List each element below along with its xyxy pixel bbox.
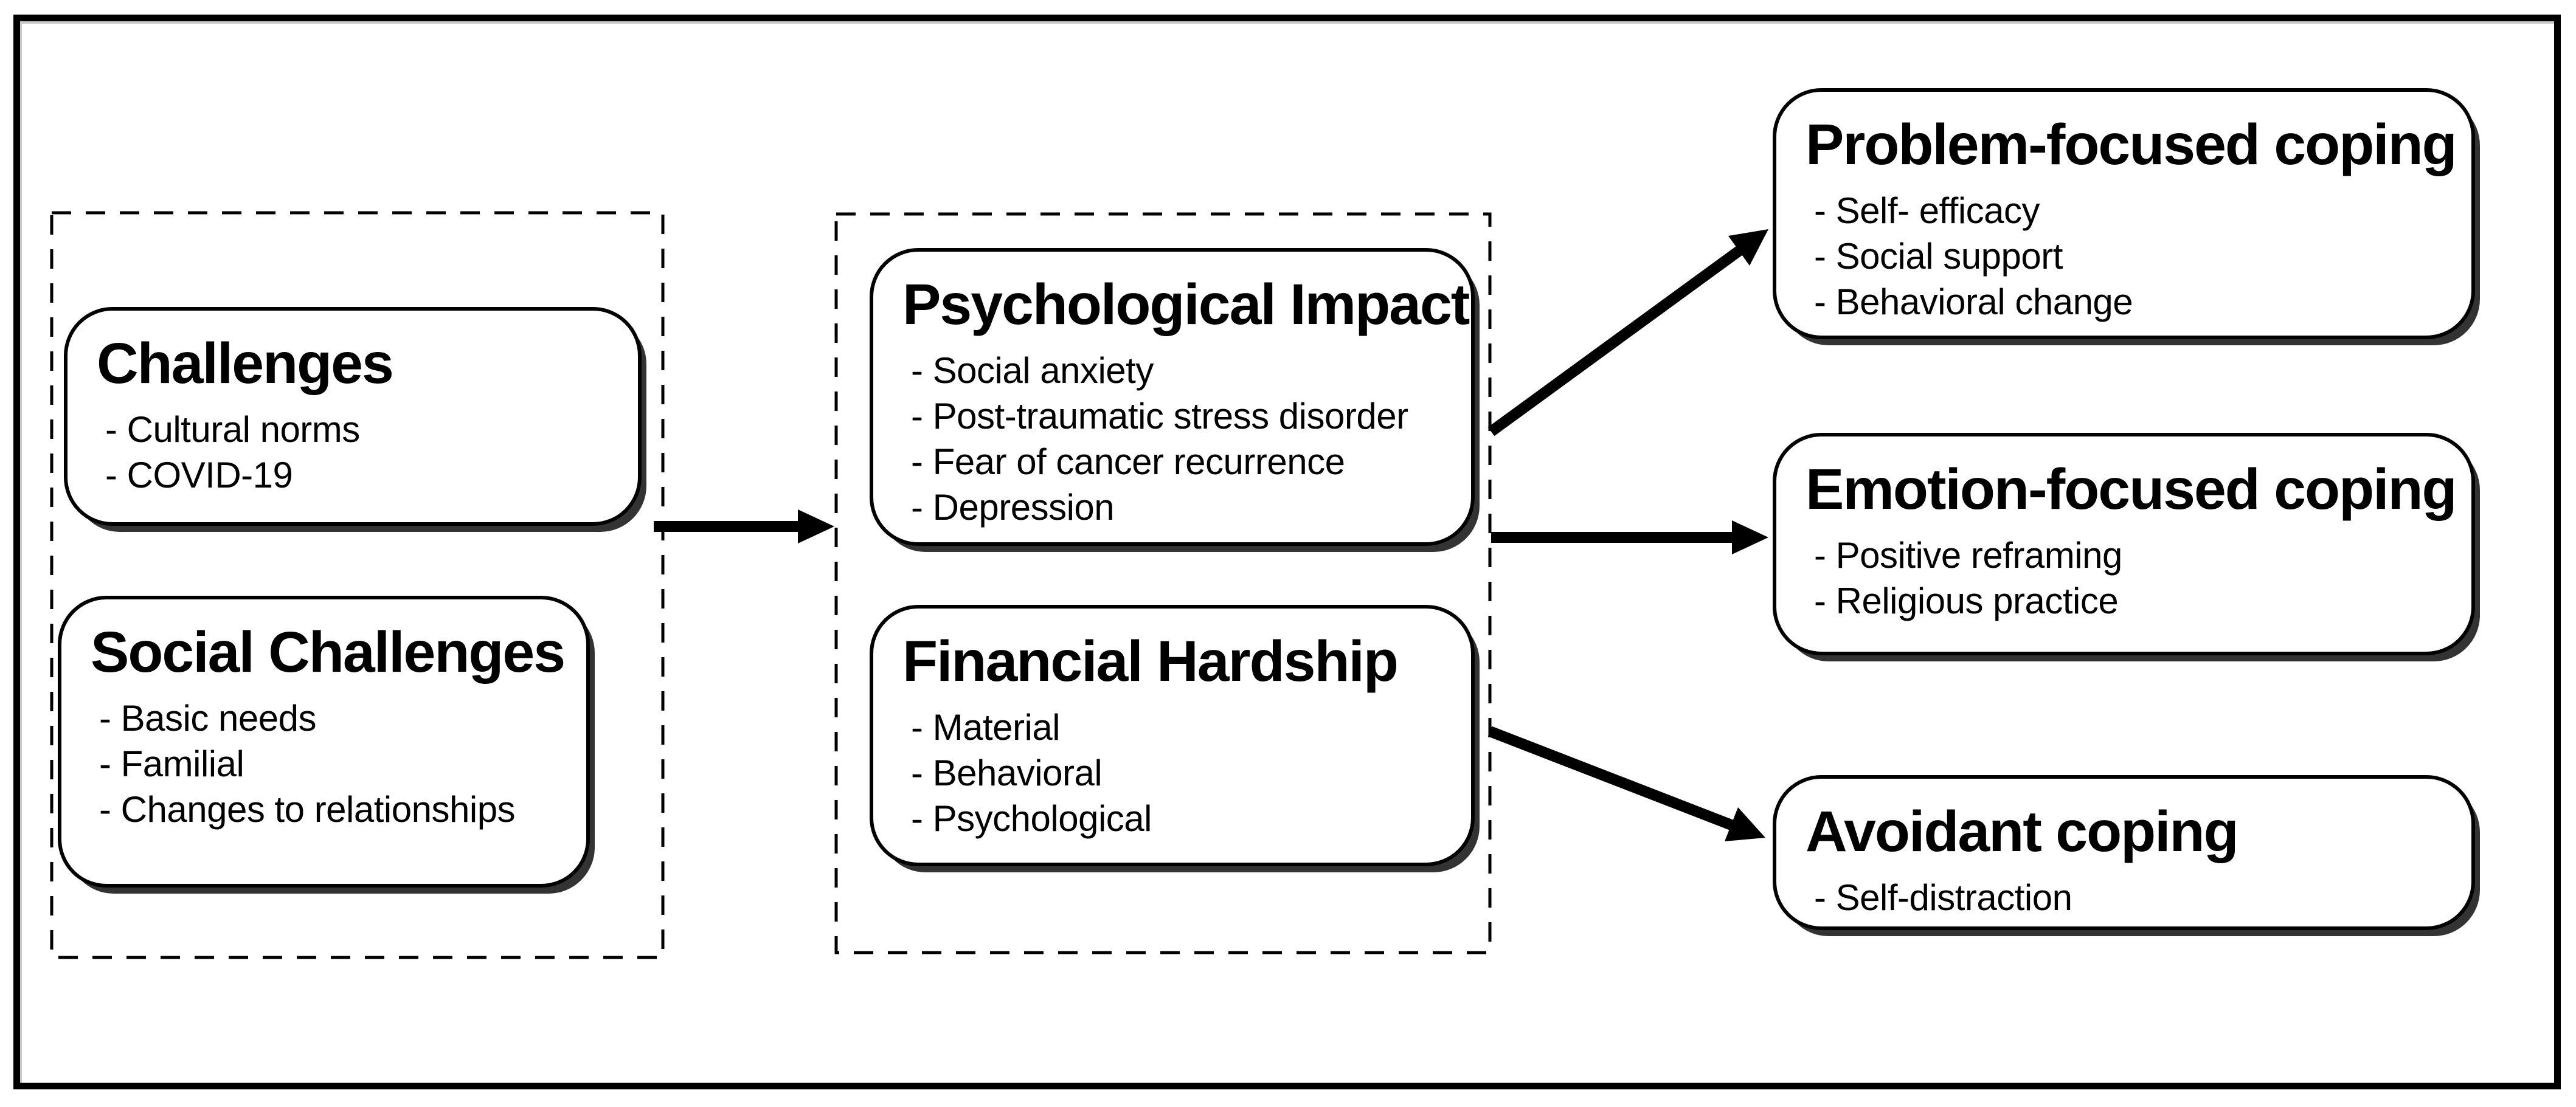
bullet-item: - Social anxiety: [911, 350, 1154, 391]
box-title: Financial Hardship: [902, 629, 1399, 694]
box-social-challenges: Social Challenges - Basic needs - Famili…: [58, 596, 590, 888]
arrow-impact-to-avoidant: [1487, 726, 1765, 841]
bullet-item: - Familial: [99, 743, 244, 784]
bullet-item: - Changes to relationships: [99, 789, 516, 830]
impact-group-outline: [834, 212, 1492, 954]
bullet-item: - Psychological: [911, 798, 1152, 839]
bullet-item: - Religious practice: [1814, 581, 2119, 621]
bullet-item: - Fear of cancer recurrence: [911, 441, 1345, 482]
box-avoidant-coping: Avoidant coping - Self-distraction: [1773, 775, 2475, 930]
bullet-item: - Social support: [1814, 236, 2063, 277]
bullet-item: - Basic needs: [99, 698, 317, 739]
arrow-impact-to-emotion-focused: [1491, 520, 1768, 554]
box-financial-hardship: Financial Hardship - Material - Behavior…: [870, 605, 1475, 866]
bullet-item: - Depression: [911, 487, 1115, 528]
bullet-item: - COVID-19: [105, 455, 293, 495]
bullet-item: - Positive reframing: [1814, 535, 2122, 576]
bullet-item: - Behavioral: [911, 753, 1103, 793]
box-title: Psychological Impact: [902, 272, 1470, 337]
arrow-impact-to-problem-focused: [1487, 229, 1768, 436]
bullet-list: - Cultural norms - COVID-19: [97, 407, 614, 498]
bullet-list: - Positive reframing - Religious practic…: [1806, 533, 2447, 624]
bullet-list: - Material - Behavioral - Psychological: [902, 705, 1447, 841]
bullet-list: - Social anxiety - Post-traumatic stress…: [902, 348, 1447, 530]
bullet-item: - Material: [911, 707, 1061, 748]
arrow-challenges-to-impact: [654, 509, 834, 543]
box-psychological-impact: Psychological Impact - Social anxiety - …: [870, 248, 1475, 546]
box-emotion-focused-coping: Emotion-focused coping - Positive refram…: [1773, 433, 2475, 655]
bullet-list: - Basic needs - Familial - Changes to re…: [91, 695, 562, 832]
box-challenges: Challenges - Cultural norms - COVID-19: [64, 307, 642, 526]
box-title: Emotion-focused coping: [1806, 457, 2457, 522]
bullet-item: - Behavioral change: [1814, 281, 2133, 322]
bullet-item: - Self-distraction: [1814, 877, 2072, 918]
box-title: Social Challenges: [91, 620, 566, 685]
bullet-list: - Self-distraction: [1806, 875, 2447, 920]
bullet-item: - Cultural norms: [105, 409, 360, 450]
box-title: Challenges: [97, 331, 394, 396]
bullet-item: - Self- efficacy: [1814, 190, 2040, 231]
box-problem-focused-coping: Problem-focused coping - Self- efficacy …: [1773, 88, 2475, 339]
bullet-list: - Self- efficacy - Social support - Beha…: [1806, 188, 2447, 325]
outer-border: [13, 15, 2561, 1089]
box-title: Avoidant coping: [1806, 799, 2239, 864]
box-title: Problem-focused coping: [1806, 112, 2457, 177]
bullet-item: - Post-traumatic stress disorder: [911, 396, 1408, 436]
